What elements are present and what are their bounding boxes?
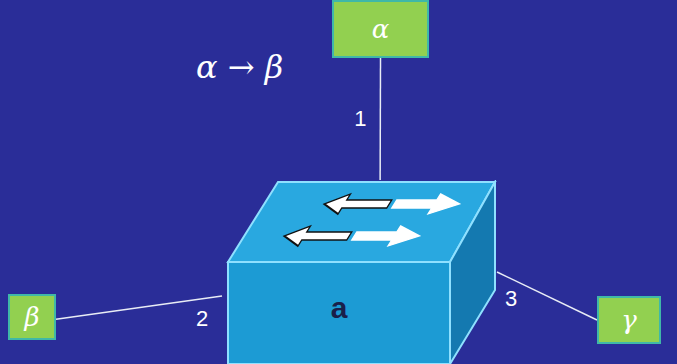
host-box: α xyxy=(332,0,429,58)
port-number: 3 xyxy=(505,286,517,312)
link-line xyxy=(379,58,381,180)
device-label: a xyxy=(331,291,348,325)
link-line xyxy=(497,272,597,320)
host-label: β xyxy=(24,302,39,332)
host-label: α xyxy=(372,14,390,44)
port-number: 1 xyxy=(354,106,366,132)
host-box: β xyxy=(8,294,56,340)
port-number: 2 xyxy=(196,306,208,332)
switch-device: a xyxy=(222,180,497,364)
frame-formula: α → β xyxy=(196,48,283,86)
switch-shape xyxy=(222,180,497,364)
host-label: γ xyxy=(621,305,637,335)
host-box: γ xyxy=(597,296,661,344)
